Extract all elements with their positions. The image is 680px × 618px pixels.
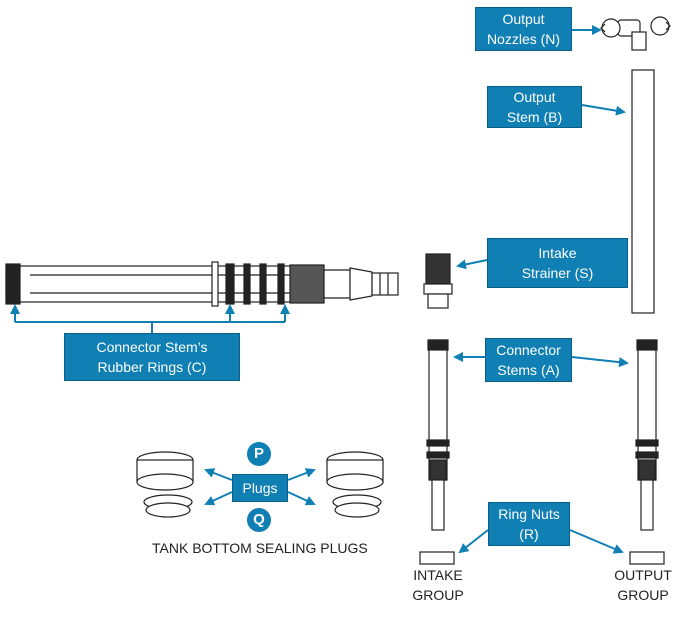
label-connector-stems-line1: Connector xyxy=(496,342,561,358)
caption-tank-bottom: TANK BOTTOM SEALING PLUGS xyxy=(152,540,368,556)
label-ring-nuts: Ring Nuts (R) xyxy=(488,502,570,546)
connector-stem-intake xyxy=(426,339,450,531)
plug-p-badge: P xyxy=(247,442,271,466)
label-connector-stems-line2: Stems (A) xyxy=(497,362,560,378)
label-ring-nuts-line2: (R) xyxy=(519,526,539,542)
arrow-plug-tl xyxy=(204,468,233,481)
label-intake-strainer: Intake Strainer (S) xyxy=(487,238,628,288)
caption-output-group: OUTPUT GROUP xyxy=(608,565,678,605)
label-output-nozzles-line1: Output xyxy=(502,11,545,27)
label-plugs: Plugs xyxy=(232,474,288,502)
plug-q-badge: Q xyxy=(247,508,271,532)
label-output-stem-line1: Output xyxy=(513,89,556,105)
arrow-stem-right xyxy=(571,356,629,368)
label-plugs-text: Plugs xyxy=(242,480,278,496)
plug-large-right xyxy=(326,451,384,491)
caption-intake-group-line1: INTAKE xyxy=(413,567,463,583)
label-output-stem: Output Stem (B) xyxy=(487,86,582,128)
plug-small-left xyxy=(143,494,193,518)
output-stem-part xyxy=(631,69,655,314)
intake-strainer-part xyxy=(423,253,453,309)
arrow-ringnut-left xyxy=(458,529,489,554)
label-connector-rings-line2: Rubber Rings (C) xyxy=(97,359,207,375)
caption-intake-group-line2: GROUP xyxy=(412,587,464,603)
label-output-stem-line2: Stem (B) xyxy=(506,109,563,125)
label-connector-stems: Connector Stems (A) xyxy=(485,338,572,382)
label-output-nozzles-line2: Nozzles (N) xyxy=(486,31,561,47)
label-connector-rings-line1: Connector Stem’s xyxy=(96,339,208,355)
label-ring-nuts-line1: Ring Nuts xyxy=(498,506,560,522)
caption-output-group-line1: OUTPUT xyxy=(614,567,672,583)
ring-nut-intake xyxy=(419,551,455,565)
arrow-output-stem xyxy=(581,104,626,116)
plug-large-left xyxy=(136,451,194,491)
caption-output-group-line2: GROUP xyxy=(617,587,669,603)
label-output-nozzles: Output Nozzles (N) xyxy=(475,7,572,51)
connector-stem-output xyxy=(635,339,659,531)
output-nozzles-part xyxy=(600,16,671,51)
label-intake-strainer-line1: Intake xyxy=(538,245,577,261)
arrow-ringnut-right xyxy=(569,529,624,554)
label-connector-rings: Connector Stem’s Rubber Rings (C) xyxy=(64,333,240,381)
arrow-plug-tr xyxy=(287,468,316,481)
arrow-plug-bl xyxy=(204,491,233,506)
label-intake-strainer-line2: Strainer (S) xyxy=(521,265,594,281)
plug-small-right xyxy=(332,494,382,518)
connector-stem-horizontal xyxy=(5,261,399,307)
caption-intake-group: INTAKE GROUP xyxy=(406,565,470,605)
ring-nut-output xyxy=(629,551,665,565)
arrow-intake-strainer xyxy=(456,259,488,270)
arrow-plug-br xyxy=(287,491,316,506)
